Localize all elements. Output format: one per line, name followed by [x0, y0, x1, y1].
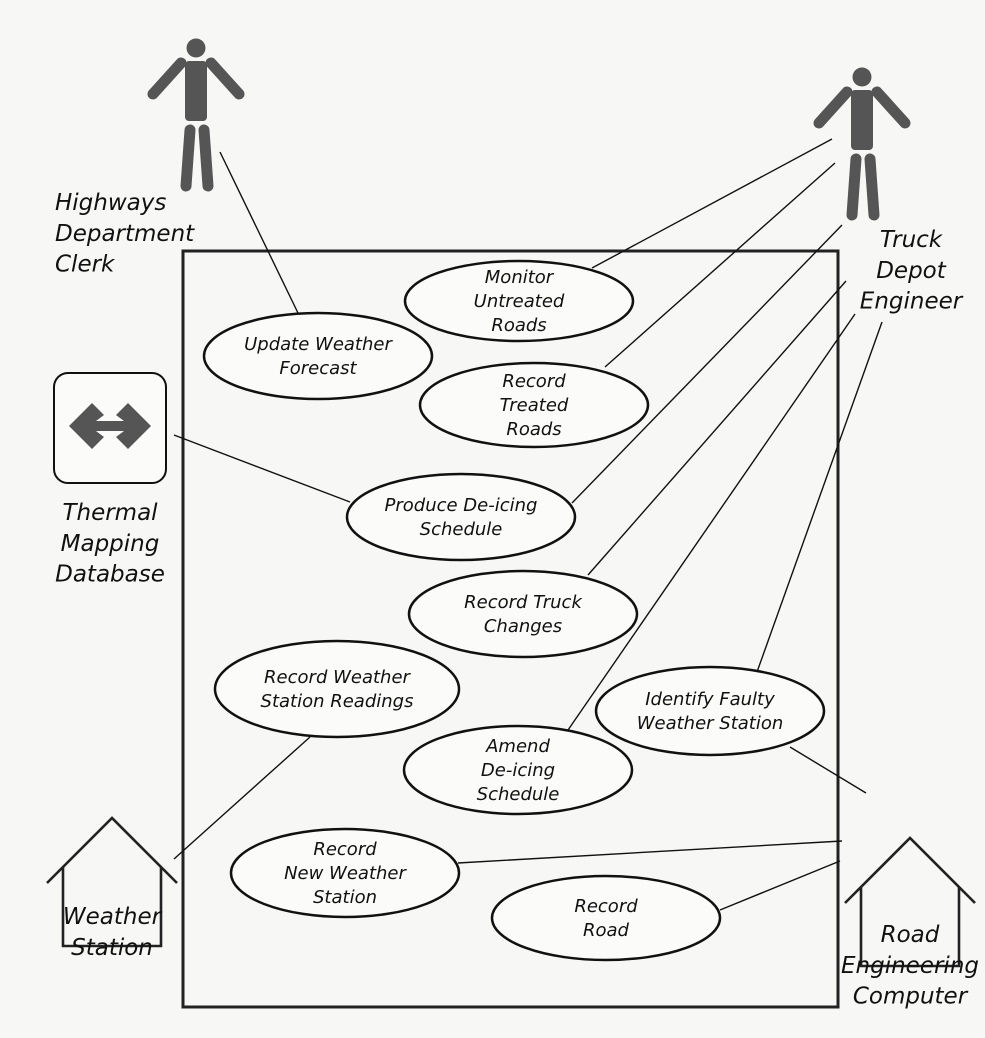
- use-case-label-line: Weather Station: [637, 713, 784, 734]
- association-engineer-produce: [571, 224, 843, 504]
- actor-label-line: Thermal: [62, 500, 158, 526]
- house-icon: [46, 816, 178, 948]
- actor-label-line: Department: [55, 221, 195, 247]
- use-case-label-line: Untreated: [474, 291, 565, 312]
- use-case-label-line: Record: [574, 896, 638, 917]
- use-case-label-line: Roads: [491, 315, 546, 336]
- actor-label-line: Station: [71, 935, 153, 961]
- use-case-label-line: Record: [502, 371, 566, 392]
- use-case-ellipse[interactable]: [402, 724, 634, 816]
- use-case-label-line: Changes: [484, 616, 562, 637]
- use-case-label-line: New Weather: [284, 863, 407, 884]
- use-case-ellipse[interactable]: [594, 665, 826, 757]
- use-case-ellipse[interactable]: [202, 311, 434, 401]
- use-case-ellipse[interactable]: [229, 827, 461, 919]
- use-case-ellipse[interactable]: [213, 639, 461, 739]
- association-engineer-truck: [587, 280, 847, 576]
- use-case-label-line: Forecast: [279, 358, 357, 379]
- use-case-label-line: Schedule: [477, 784, 560, 805]
- actor-label-line: Weather: [63, 904, 163, 930]
- use-case-label-line: Station Readings: [261, 691, 414, 712]
- use-case-label-line: Identify Faulty: [645, 689, 775, 710]
- actor-label-line: Clerk: [55, 252, 116, 278]
- actor-label-line: Engineer: [860, 289, 964, 315]
- actor-label-line: Mapping: [61, 531, 160, 557]
- actor-label-line: Road: [881, 922, 940, 948]
- use-case-label-line: Treated: [500, 395, 569, 416]
- use-case-ellipse[interactable]: [490, 874, 722, 962]
- use-case-label-line: Station: [313, 887, 377, 908]
- use-case-label-line: Amend: [485, 736, 550, 757]
- actor-label-line: Engineering: [841, 953, 979, 979]
- actor-label-line: Database: [55, 562, 165, 588]
- person-icon: [147, 38, 245, 192]
- use-case-ellipse[interactable]: [407, 569, 639, 659]
- use-case-label-line: De-icing: [481, 760, 555, 781]
- association-road-faulty: [789, 746, 867, 794]
- use-case-label-line: Record Truck: [464, 592, 583, 613]
- use-case-label-line: Produce De-icing: [385, 495, 538, 516]
- associations: [173, 138, 883, 911]
- use-case-label-line: Monitor: [485, 267, 555, 288]
- association-thermal-produce: [173, 434, 351, 503]
- person-icon: [813, 67, 911, 221]
- association-road-newstation: [457, 840, 843, 864]
- use-case-ellipse[interactable]: [418, 361, 650, 449]
- actor-label-line: Truck: [880, 227, 944, 253]
- use-case-label-line: Record: [313, 839, 377, 860]
- association-engineer-faulty: [756, 321, 883, 673]
- actor-label-line: Computer: [853, 984, 969, 1010]
- use-case-label-line: Update Weather: [244, 334, 393, 355]
- association-clerk-update: [219, 151, 299, 314]
- bidirectional-arrow-icon: [53, 372, 167, 484]
- use-case-ellipse[interactable]: [345, 472, 577, 562]
- actor-label-line: Depot: [876, 258, 947, 284]
- use-case-label-line: Schedule: [420, 519, 503, 540]
- association-engineer-amend: [567, 313, 856, 731]
- use-case-ellipse[interactable]: [403, 259, 635, 343]
- system-boundary: [181, 249, 840, 1009]
- association-weather-readings: [173, 736, 311, 860]
- house-icon: [844, 836, 976, 968]
- use-case-label-line: Roads: [506, 419, 561, 440]
- actor-label-line: Highways: [55, 190, 166, 216]
- association-road-road_uc: [719, 860, 841, 911]
- use-case-label-line: Road: [583, 920, 630, 941]
- association-engineer-monitor: [591, 138, 833, 269]
- association-engineer-treated: [604, 162, 836, 368]
- use-case-label-line: Record Weather: [264, 667, 411, 688]
